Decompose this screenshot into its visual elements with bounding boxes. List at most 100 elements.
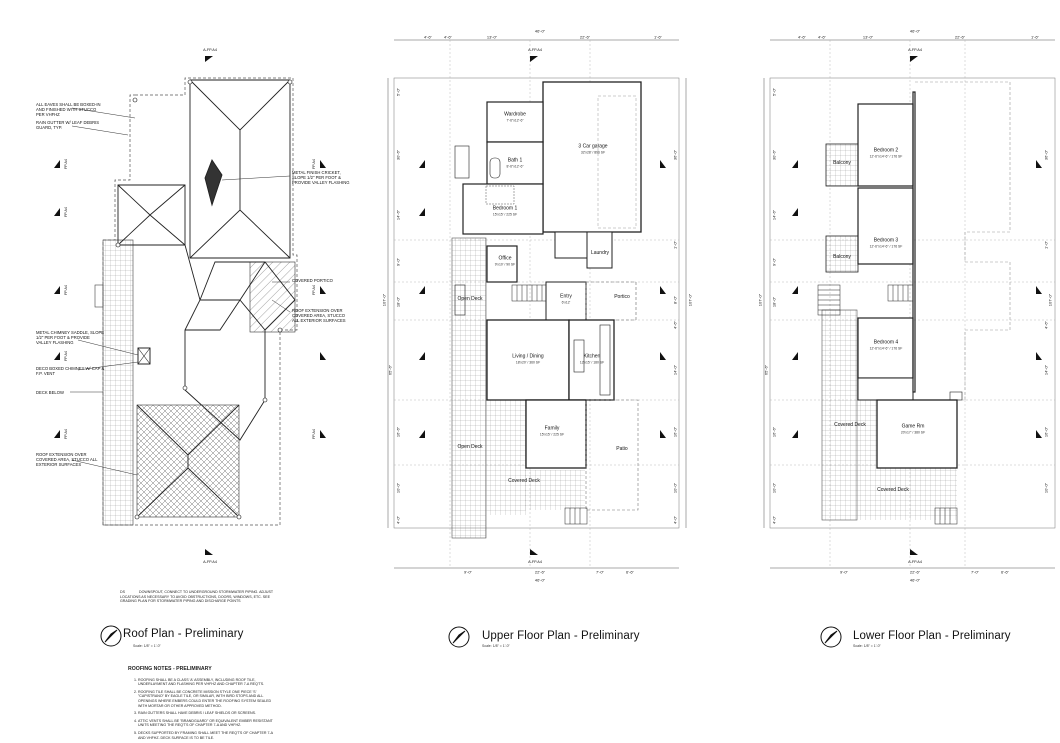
dimension: 9'-0" — [395, 258, 401, 266]
elevation-tag: FP.A4 — [312, 284, 316, 296]
room-label: Balcony — [833, 254, 851, 261]
room-label: Open Deck — [457, 296, 483, 303]
dimension: 14'-0" — [672, 364, 678, 376]
downspout-legend: DS DOWNSPOUT, CONNECT TO UNDERGROUND STO… — [120, 590, 280, 604]
dimension: 14'-6" — [771, 209, 777, 221]
dimension: 13'-0" — [862, 34, 874, 40]
roof-note-eaves: ALL EAVES SHALL BE BOXED-IN AND FINISHED… — [36, 102, 101, 117]
roof-note-cricket: METAL FINISH CRICKET, SLOPE 1/2" PER FOO… — [292, 170, 350, 185]
dimension: 4'-6" — [798, 34, 806, 40]
room-label: Portico — [614, 294, 630, 301]
dimension: 16'-0" — [1043, 426, 1049, 438]
roof-note-extension-right: ROOF EXTENSION OVER COVERED AREA, STUCCO… — [292, 308, 346, 323]
room-label: Patio — [616, 446, 628, 453]
elevation-tag: FP.A4 — [64, 428, 68, 440]
dimension: 4'-6" — [818, 34, 826, 40]
dimension: 4'-0" — [395, 516, 401, 524]
dimension: 6'-6" — [626, 569, 634, 575]
elevation-tag: FP.A4 — [312, 428, 316, 440]
roof-plan-scale: Scale: 1/8" = 1'-0" — [133, 644, 161, 648]
roof-note-deck-below: DECK BELOW — [36, 390, 64, 395]
dimension: 7'-0" — [596, 569, 604, 575]
roofing-note: ROOFING TILE SHALL BE CONCRETE MISSION S… — [138, 690, 273, 708]
dimension: 16'-0" — [672, 426, 678, 438]
dimension: 5'-0" — [771, 88, 777, 96]
dimension: 1'-0" — [672, 241, 678, 249]
section-tag: A-FP.A4 — [908, 48, 922, 52]
dimension: 9'-0" — [464, 569, 472, 575]
dimension: 107'-0" — [381, 293, 387, 307]
dimension: 107'-0" — [1047, 293, 1053, 307]
upper-plan-title: Upper Floor Plan - Preliminary — [482, 630, 640, 642]
dimension: 6'-6" — [1001, 569, 1009, 575]
dimension: 4'-0" — [771, 516, 777, 524]
room-label: Laundry — [590, 250, 610, 257]
dimension: 10'-0" — [1043, 482, 1049, 494]
roofing-note: RAIN GUTTERS SHALL HAVE DEBRIS / LEAF SH… — [138, 711, 273, 716]
dimension: 22'-6" — [909, 569, 921, 575]
downspout-symbol: DS — [120, 590, 125, 594]
dimension: 65'-6" — [387, 364, 393, 376]
room-label: Covered Deck — [508, 478, 540, 485]
room-label: Covered Deck — [834, 422, 866, 429]
elevation-marker-icon — [54, 56, 1042, 555]
lower-plan-title-block: Lower Floor Plan - Preliminary Scale: 1/… — [853, 630, 1011, 648]
elevation-tag: FP.A4 — [64, 206, 68, 218]
section-tag: A-FP.A4 — [528, 48, 542, 52]
roof-note-gutter: RAIN GUTTER W/ LEAF DEBRIS GUARD, TYP. — [36, 120, 100, 130]
dimension: 18'-0" — [771, 296, 777, 308]
upper-plan-scale: Scale: 1/8" = 1'-0" — [482, 644, 510, 648]
dimension: 4'-6" — [444, 34, 452, 40]
roofing-notes-title: ROOFING NOTES - PRELIMINARY — [128, 666, 212, 672]
dimension: 4'-6" — [672, 321, 678, 329]
dimension: 14'-0" — [1043, 364, 1049, 376]
dimension: 36'-0" — [672, 149, 678, 161]
dimension: 5'-0" — [395, 88, 401, 96]
roofing-note: DECKS SUPPORTED BY FRAMING SHALL MEET TH… — [138, 731, 273, 740]
dimension: 22'-6" — [534, 569, 546, 575]
dimension: 10'-0" — [395, 482, 401, 494]
roof-plan-title: Roof Plan - Preliminary — [123, 628, 244, 640]
roof-plan-title-block: Roof Plan - Preliminary Scale: 1/8" = 1'… — [123, 628, 244, 648]
room-label: Covered Deck — [877, 487, 909, 494]
dimension: 10'-0" — [771, 482, 777, 494]
dimension: 16'-6" — [771, 426, 777, 438]
roofing-note: ROOFING SHALL BE A CLASS 'A' ASSEMBLY, I… — [138, 678, 273, 687]
section-tag: A-FP.A4 — [528, 560, 542, 564]
upper-plan-title-block: Upper Floor Plan - Preliminary Scale: 1/… — [482, 630, 640, 648]
roof-note-extension-left: ROOF EXTENSION OVER COVERED AREA, STUCCO… — [36, 452, 98, 467]
dimension: 13'-0" — [486, 34, 498, 40]
dimension: 9'-0" — [771, 258, 777, 266]
roofing-note: ATTIC VENTS SHALL BE "BRANDGUARD" OR EQU… — [138, 719, 273, 728]
lower-plan-title: Lower Floor Plan - Preliminary — [853, 630, 1011, 642]
upper-floor-plan-drawing — [387, 39, 687, 569]
dimension: 22'-6" — [579, 34, 591, 40]
dimension: 22'-6" — [954, 34, 966, 40]
room-label: Open Deck — [457, 444, 483, 451]
dimension: 1'-6" — [1031, 34, 1039, 40]
dimension: 4'-0" — [672, 516, 678, 524]
dimension: 46'-0" — [909, 28, 921, 34]
dimension: 8'-0" — [672, 296, 678, 304]
dimension: 18'-0" — [395, 296, 401, 308]
dimension: 107'-0" — [757, 293, 763, 307]
dimension: 1'-6" — [654, 34, 662, 40]
north-arrow-icon — [100, 625, 842, 648]
dimension: 4'-6" — [424, 34, 432, 40]
section-tag: A-FP.A4 — [908, 560, 922, 564]
dimension: 7'-0" — [971, 569, 979, 575]
dimension: 65'-6" — [763, 364, 769, 376]
dimension: 30'-6" — [771, 149, 777, 161]
